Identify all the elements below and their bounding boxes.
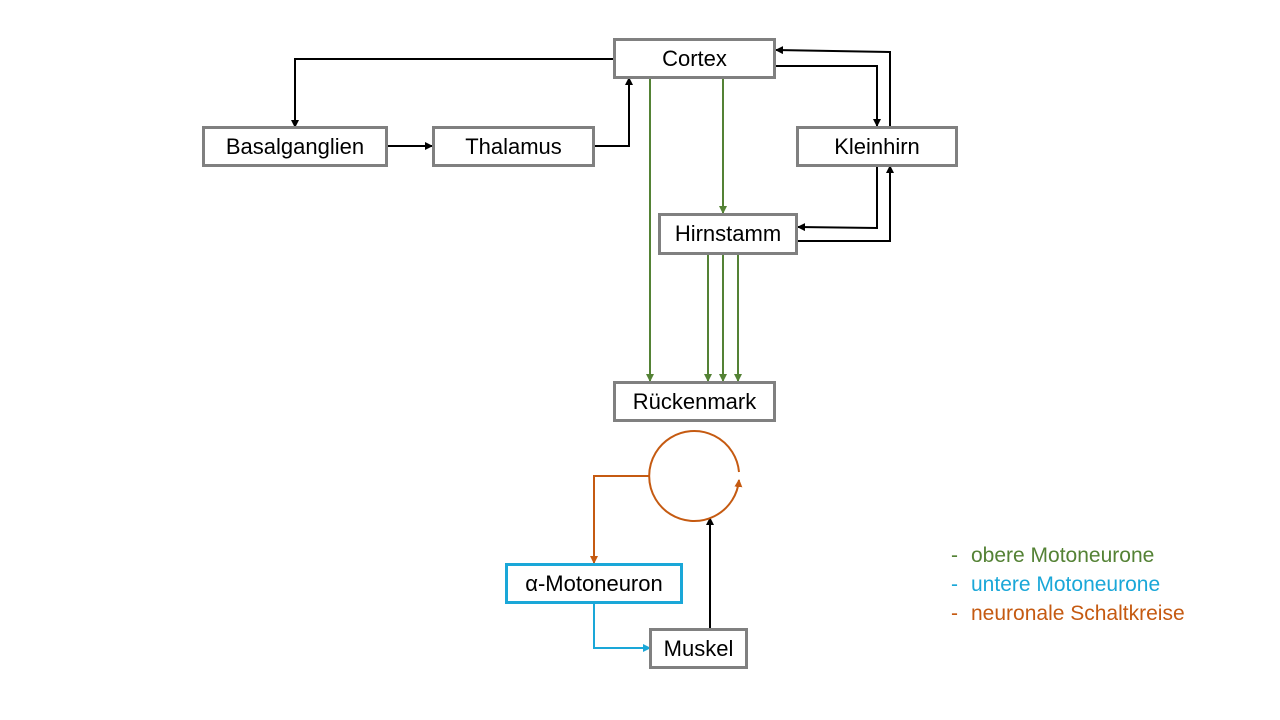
node-alpha-motoneuron: α-Motoneuron — [505, 563, 683, 604]
legend-dash: - — [951, 544, 958, 567]
legend-item-upper-motoneurons: -obere Motoneurone — [951, 541, 1185, 570]
node-thalamus: Thalamus — [432, 126, 595, 167]
legend-dash: - — [951, 573, 958, 596]
arrow-kleinhirn-to-hirnstamm — [797, 166, 878, 232]
legend-label: obere Motoneurone — [971, 544, 1155, 567]
circuit-loop — [648, 430, 743, 522]
node-kleinhirn: Kleinhirn — [796, 126, 958, 167]
legend-item-neural-circuits: -neuronale Schaltkreise — [951, 599, 1185, 628]
legend-label: untere Motoneurone — [971, 573, 1161, 596]
node-hirnstamm: Hirnstamm — [658, 213, 798, 255]
arrow-cortex-to-kleinhirn — [775, 65, 881, 127]
arrow-circuit-to-alpha-motoneuron — [590, 475, 650, 564]
legend: -obere Motoneurone -untere Motoneurone -… — [951, 541, 1185, 628]
legend-label: neuronale Schaltkreise — [971, 602, 1185, 625]
node-muskel: Muskel — [649, 628, 748, 669]
arrow-cortex-to-basalganglien — [291, 58, 614, 128]
arrow-kleinhirn-to-cortex — [775, 46, 891, 127]
arrow-alpha-motoneuron-to-muskel — [593, 603, 651, 652]
legend-item-lower-motoneurons: -untere Motoneurone — [951, 570, 1185, 599]
arrow-hirnstamm-to-kleinhirn — [797, 165, 894, 242]
node-rueckenmark: Rückenmark — [613, 381, 776, 422]
legend-dash: - — [951, 602, 958, 625]
node-basalganglien: Basalganglien — [202, 126, 388, 167]
node-cortex: Cortex — [613, 38, 776, 79]
arrow-thalamus-to-cortex — [595, 77, 633, 147]
